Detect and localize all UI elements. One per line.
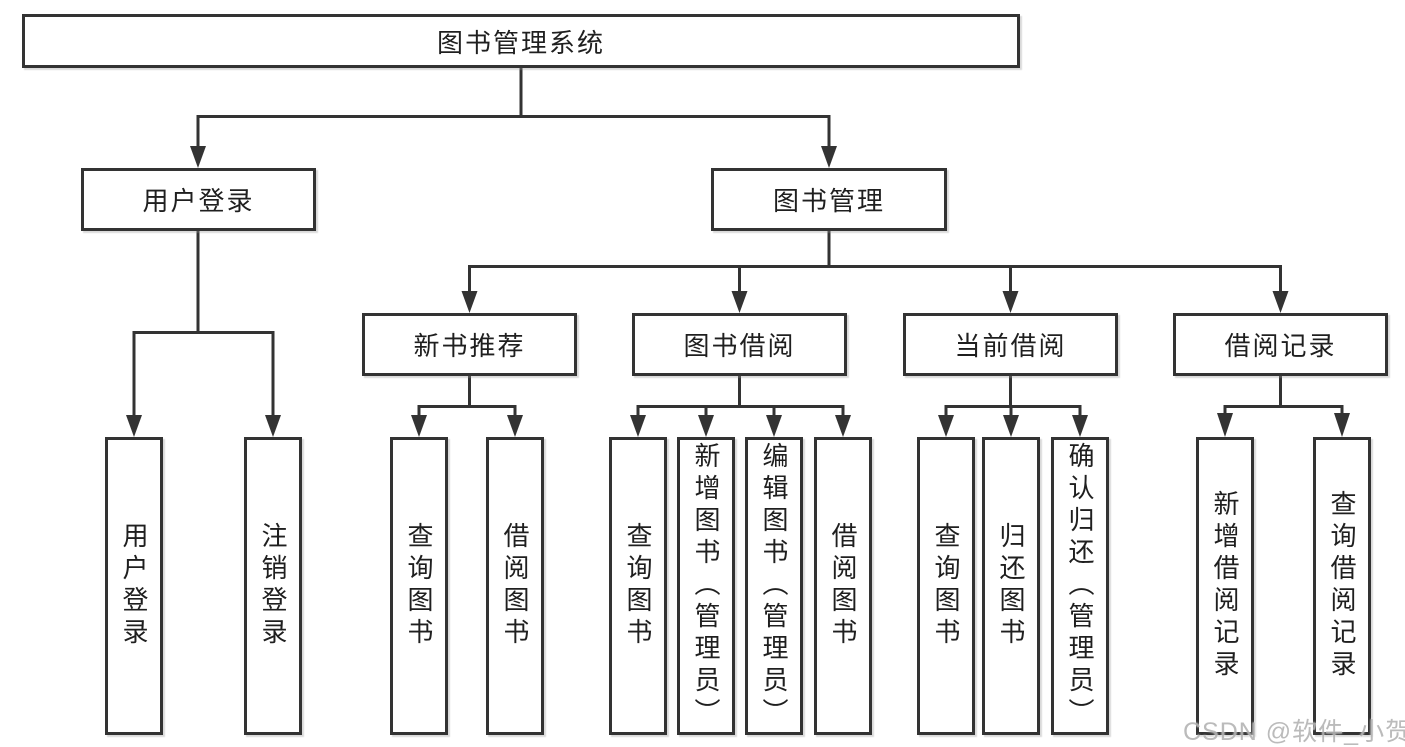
node-add-books-admin: 新增图书（管理员） bbox=[677, 437, 735, 735]
node-add-borrow-record: 新增借阅记录 bbox=[1196, 437, 1254, 735]
node-book-management: 图书管理 bbox=[711, 168, 947, 231]
node-label: 注销登录 bbox=[258, 522, 288, 650]
node-logout: 注销登录 bbox=[244, 437, 302, 735]
node-query-books-borrowing: 查询图书 bbox=[609, 437, 667, 735]
edge-book-borrow-to-children bbox=[630, 376, 851, 437]
node-query-books-current: 查询图书 bbox=[917, 437, 975, 735]
node-edit-books-admin: 编辑图书（管理员） bbox=[745, 437, 803, 735]
node-label: 查询借阅记录 bbox=[1327, 490, 1357, 682]
node-borrow-books-recommend: 借阅图书 bbox=[486, 437, 544, 735]
node-label: 查询图书 bbox=[404, 522, 434, 650]
node-label: 图书借阅 bbox=[683, 331, 796, 361]
node-label: 新增借阅记录 bbox=[1210, 490, 1240, 682]
node-library-management-system: 图书管理系统 bbox=[22, 14, 1020, 68]
edge-current-borrow-to-children bbox=[938, 376, 1088, 437]
edge-root-to-level2 bbox=[190, 68, 837, 168]
edge-user-login-to-children bbox=[126, 231, 281, 437]
node-book-borrowing: 图书借阅 bbox=[632, 313, 847, 376]
node-label: 查询图书 bbox=[931, 522, 961, 650]
node-query-books-recommend: 查询图书 bbox=[390, 437, 448, 735]
node-user-login: 用户登录 bbox=[81, 168, 316, 231]
node-label: 借阅图书 bbox=[500, 522, 530, 650]
node-return-books: 归还图书 bbox=[982, 437, 1040, 735]
node-label: 确认归还（管理员） bbox=[1065, 442, 1095, 730]
node-label: 新书推荐 bbox=[413, 331, 526, 361]
node-label: 当前借阅 bbox=[954, 331, 1067, 361]
edge-new-book-rec-to-children bbox=[411, 376, 523, 437]
node-user-login-leaf: 用户登录 bbox=[105, 437, 163, 735]
node-label: 用户登录 bbox=[119, 522, 149, 650]
node-label: 编辑图书（管理员） bbox=[759, 442, 789, 730]
edge-borrow-record-to-children bbox=[1217, 376, 1350, 437]
node-borrow-books-borrowing: 借阅图书 bbox=[814, 437, 872, 735]
node-label: 查询图书 bbox=[623, 522, 653, 650]
node-label: 新增图书（管理员） bbox=[691, 442, 721, 730]
node-query-borrow-record: 查询借阅记录 bbox=[1313, 437, 1371, 735]
node-label: 借阅记录 bbox=[1224, 331, 1337, 361]
node-label: 归还图书 bbox=[996, 522, 1026, 650]
node-borrowing-records: 借阅记录 bbox=[1173, 313, 1388, 376]
node-current-borrowing: 当前借阅 bbox=[903, 313, 1118, 376]
node-label: 图书管理系统 bbox=[436, 27, 605, 58]
node-label: 用户登录 bbox=[142, 186, 255, 216]
node-confirm-return-admin: 确认归还（管理员） bbox=[1051, 437, 1109, 735]
node-label: 图书管理 bbox=[772, 186, 885, 216]
edge-book-mgmt-to-level3 bbox=[461, 231, 1289, 313]
node-new-book-recommendation: 新书推荐 bbox=[362, 313, 577, 376]
node-label: 借阅图书 bbox=[828, 522, 858, 650]
